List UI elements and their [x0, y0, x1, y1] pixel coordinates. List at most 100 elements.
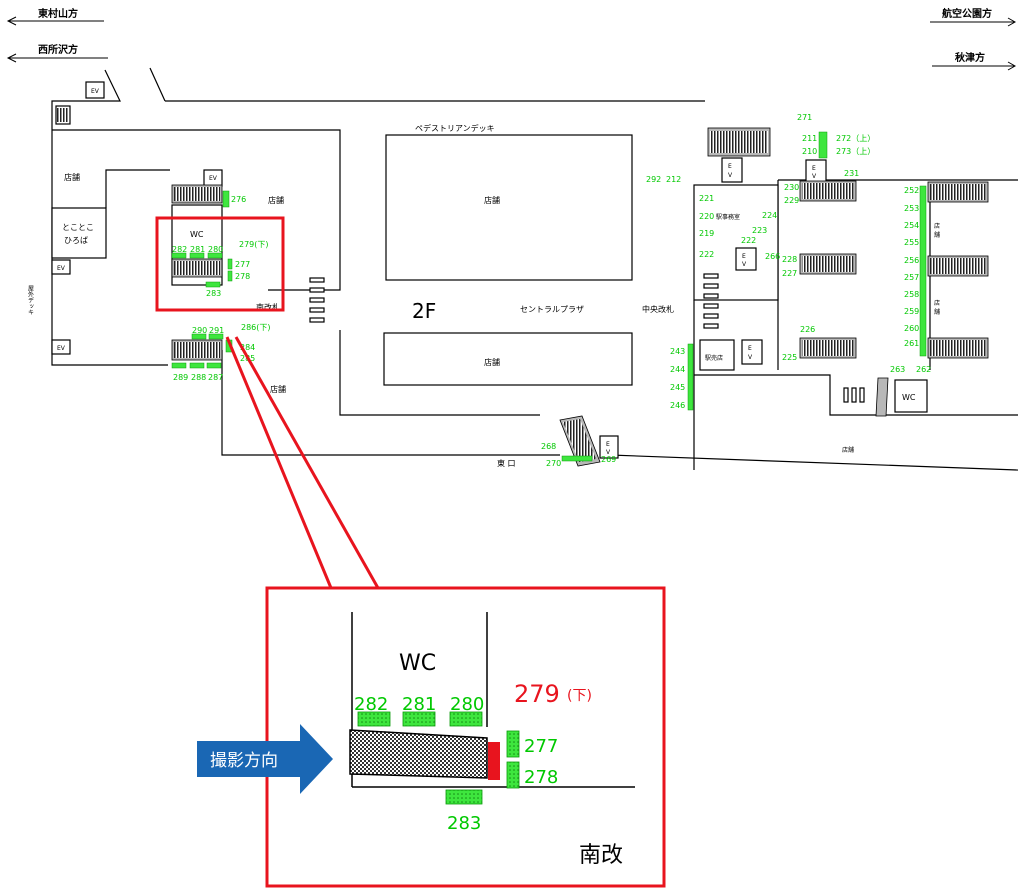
- num-256: 256: [904, 256, 919, 265]
- pedestrian-deck-label: ペデストリアンデッキ: [415, 123, 495, 133]
- num-259: 259: [904, 307, 919, 316]
- num-266: 266: [765, 252, 780, 261]
- inset-num-278: 278: [524, 767, 558, 788]
- shop-right-2-a: 店: [934, 299, 940, 307]
- central-gate-turnstiles: [703, 273, 719, 329]
- ev-top-left: EV: [91, 88, 100, 95]
- num-277: 277: [235, 260, 250, 269]
- num-262: 262: [916, 365, 931, 374]
- num-223: 223: [752, 226, 767, 235]
- num-284: 284: [240, 343, 255, 352]
- south-gate-label-map: 南改札: [256, 302, 280, 312]
- ev-right-2: E: [812, 165, 816, 172]
- highlight-box: [155, 216, 285, 312]
- num-253: 253: [904, 204, 919, 213]
- num-273: 273（上）: [836, 147, 875, 156]
- shop-center-bottom-label: 店舗: [484, 357, 500, 367]
- floor-label: 2F: [412, 299, 436, 323]
- south-gate-turnstiles: [309, 277, 325, 323]
- num-261: 261: [904, 339, 919, 348]
- direction-kokukoen: 航空公園方: [942, 7, 992, 20]
- right-region: 271 211 210 272（上） 273（上） E V E V 292 21…: [642, 113, 989, 454]
- num-257: 257: [904, 273, 919, 282]
- outdoor-deck-label: 屋外デッキ: [27, 285, 34, 315]
- wc-right-label: WC: [902, 393, 916, 402]
- inset-num-280: 280: [450, 694, 484, 715]
- svg-text:V: V: [606, 449, 611, 456]
- ev-east-exit: E: [606, 441, 610, 448]
- center-region: ペデストリアンデッキ 店舗 2F セントラルプラザ 店舗 E V 268 270…: [383, 123, 633, 468]
- num-246: 246: [670, 401, 685, 410]
- tokotoko-label-2: ひろば: [64, 236, 88, 245]
- num-279: 279(下): [239, 240, 269, 249]
- building-walls: [51, 67, 1018, 471]
- num-252: 252: [904, 186, 919, 195]
- direction-higashimurayama: 東村山方: [38, 7, 78, 20]
- num-210: 210: [802, 147, 817, 156]
- svg-text:V: V: [742, 261, 747, 268]
- num-227: 227: [782, 269, 797, 278]
- num-270: 270: [546, 459, 561, 468]
- num-280: 280: [208, 245, 223, 254]
- station-office-label: 駅事務室: [716, 213, 740, 221]
- num-269: 269: [601, 455, 616, 464]
- inset-num-277: 277: [524, 736, 558, 757]
- svg-text:V: V: [812, 173, 817, 180]
- direction-nishitokorozawa: 西所沢方: [38, 43, 78, 56]
- num-288: 288: [191, 373, 206, 382]
- shop-center-bottom: [383, 332, 633, 386]
- num-220: 220: [699, 212, 714, 221]
- shop-right-bottom: 店舗: [842, 446, 854, 454]
- east-exit-label: 東 口: [497, 458, 516, 468]
- num-292: 292: [646, 175, 661, 184]
- num-263: 263: [890, 365, 905, 374]
- num-222b: 222: [741, 236, 756, 245]
- central-gate-label: 中央改札: [642, 304, 674, 314]
- num-219: 219: [699, 229, 714, 238]
- shop-right-2-b: 舗: [934, 308, 940, 316]
- num-228: 228: [782, 255, 797, 264]
- num-222: 222: [699, 250, 714, 259]
- num-286: 286(下): [241, 323, 271, 332]
- num-211: 211: [802, 134, 817, 143]
- central-plaza-label: セントラルプラザ: [520, 305, 584, 314]
- num-258: 258: [904, 290, 919, 299]
- shop-right-1-a: 店: [934, 222, 940, 230]
- num-283: 283: [206, 289, 221, 298]
- num-254: 254: [904, 221, 919, 230]
- num-290: 290: [192, 326, 207, 335]
- shop-center-top: [385, 134, 633, 281]
- num-282: 282: [172, 245, 187, 254]
- num-281: 281: [190, 245, 205, 254]
- num-287: 287: [208, 373, 223, 382]
- num-229: 229: [784, 196, 799, 205]
- shop-center-top-label: 店舗: [484, 195, 500, 205]
- num-289: 289: [173, 373, 188, 382]
- num-278: 278: [235, 272, 250, 281]
- num-221: 221: [699, 194, 714, 203]
- num-276: 276: [231, 195, 246, 204]
- num-243: 243: [670, 347, 685, 356]
- num-212: 212: [666, 175, 681, 184]
- inset-num-279-suffix: (下): [567, 688, 592, 704]
- shop-left-mid: 店舗: [268, 195, 284, 205]
- right-gate-turnstiles: [843, 387, 865, 403]
- num-226: 226: [800, 325, 815, 334]
- direction-akitsu: 秋津方: [955, 51, 985, 64]
- num-272: 272（上）: [836, 134, 875, 143]
- svg-text:V: V: [728, 172, 733, 179]
- left-region: EV 店舗 とことこ ひろば EV EV 屋外デッキ WC EV 276 店舗 …: [27, 81, 325, 394]
- ev-right-1: E: [728, 163, 732, 170]
- station-office-block: [693, 184, 779, 301]
- num-244: 244: [670, 365, 685, 374]
- wc-label-map: WC: [190, 230, 204, 239]
- inset-num-283: 283: [447, 813, 481, 834]
- inset-wc-label: WC: [399, 651, 436, 676]
- svg-text:V: V: [748, 354, 753, 361]
- inset-zoom: WC 282 281 280 279 (下) 277 278 283 南改 撮影…: [197, 586, 666, 888]
- inset-num-279: 279: [514, 680, 560, 708]
- inset-num-281: 281: [402, 694, 436, 715]
- ev-left-bottom: EV: [57, 345, 66, 352]
- num-230: 230: [784, 183, 799, 192]
